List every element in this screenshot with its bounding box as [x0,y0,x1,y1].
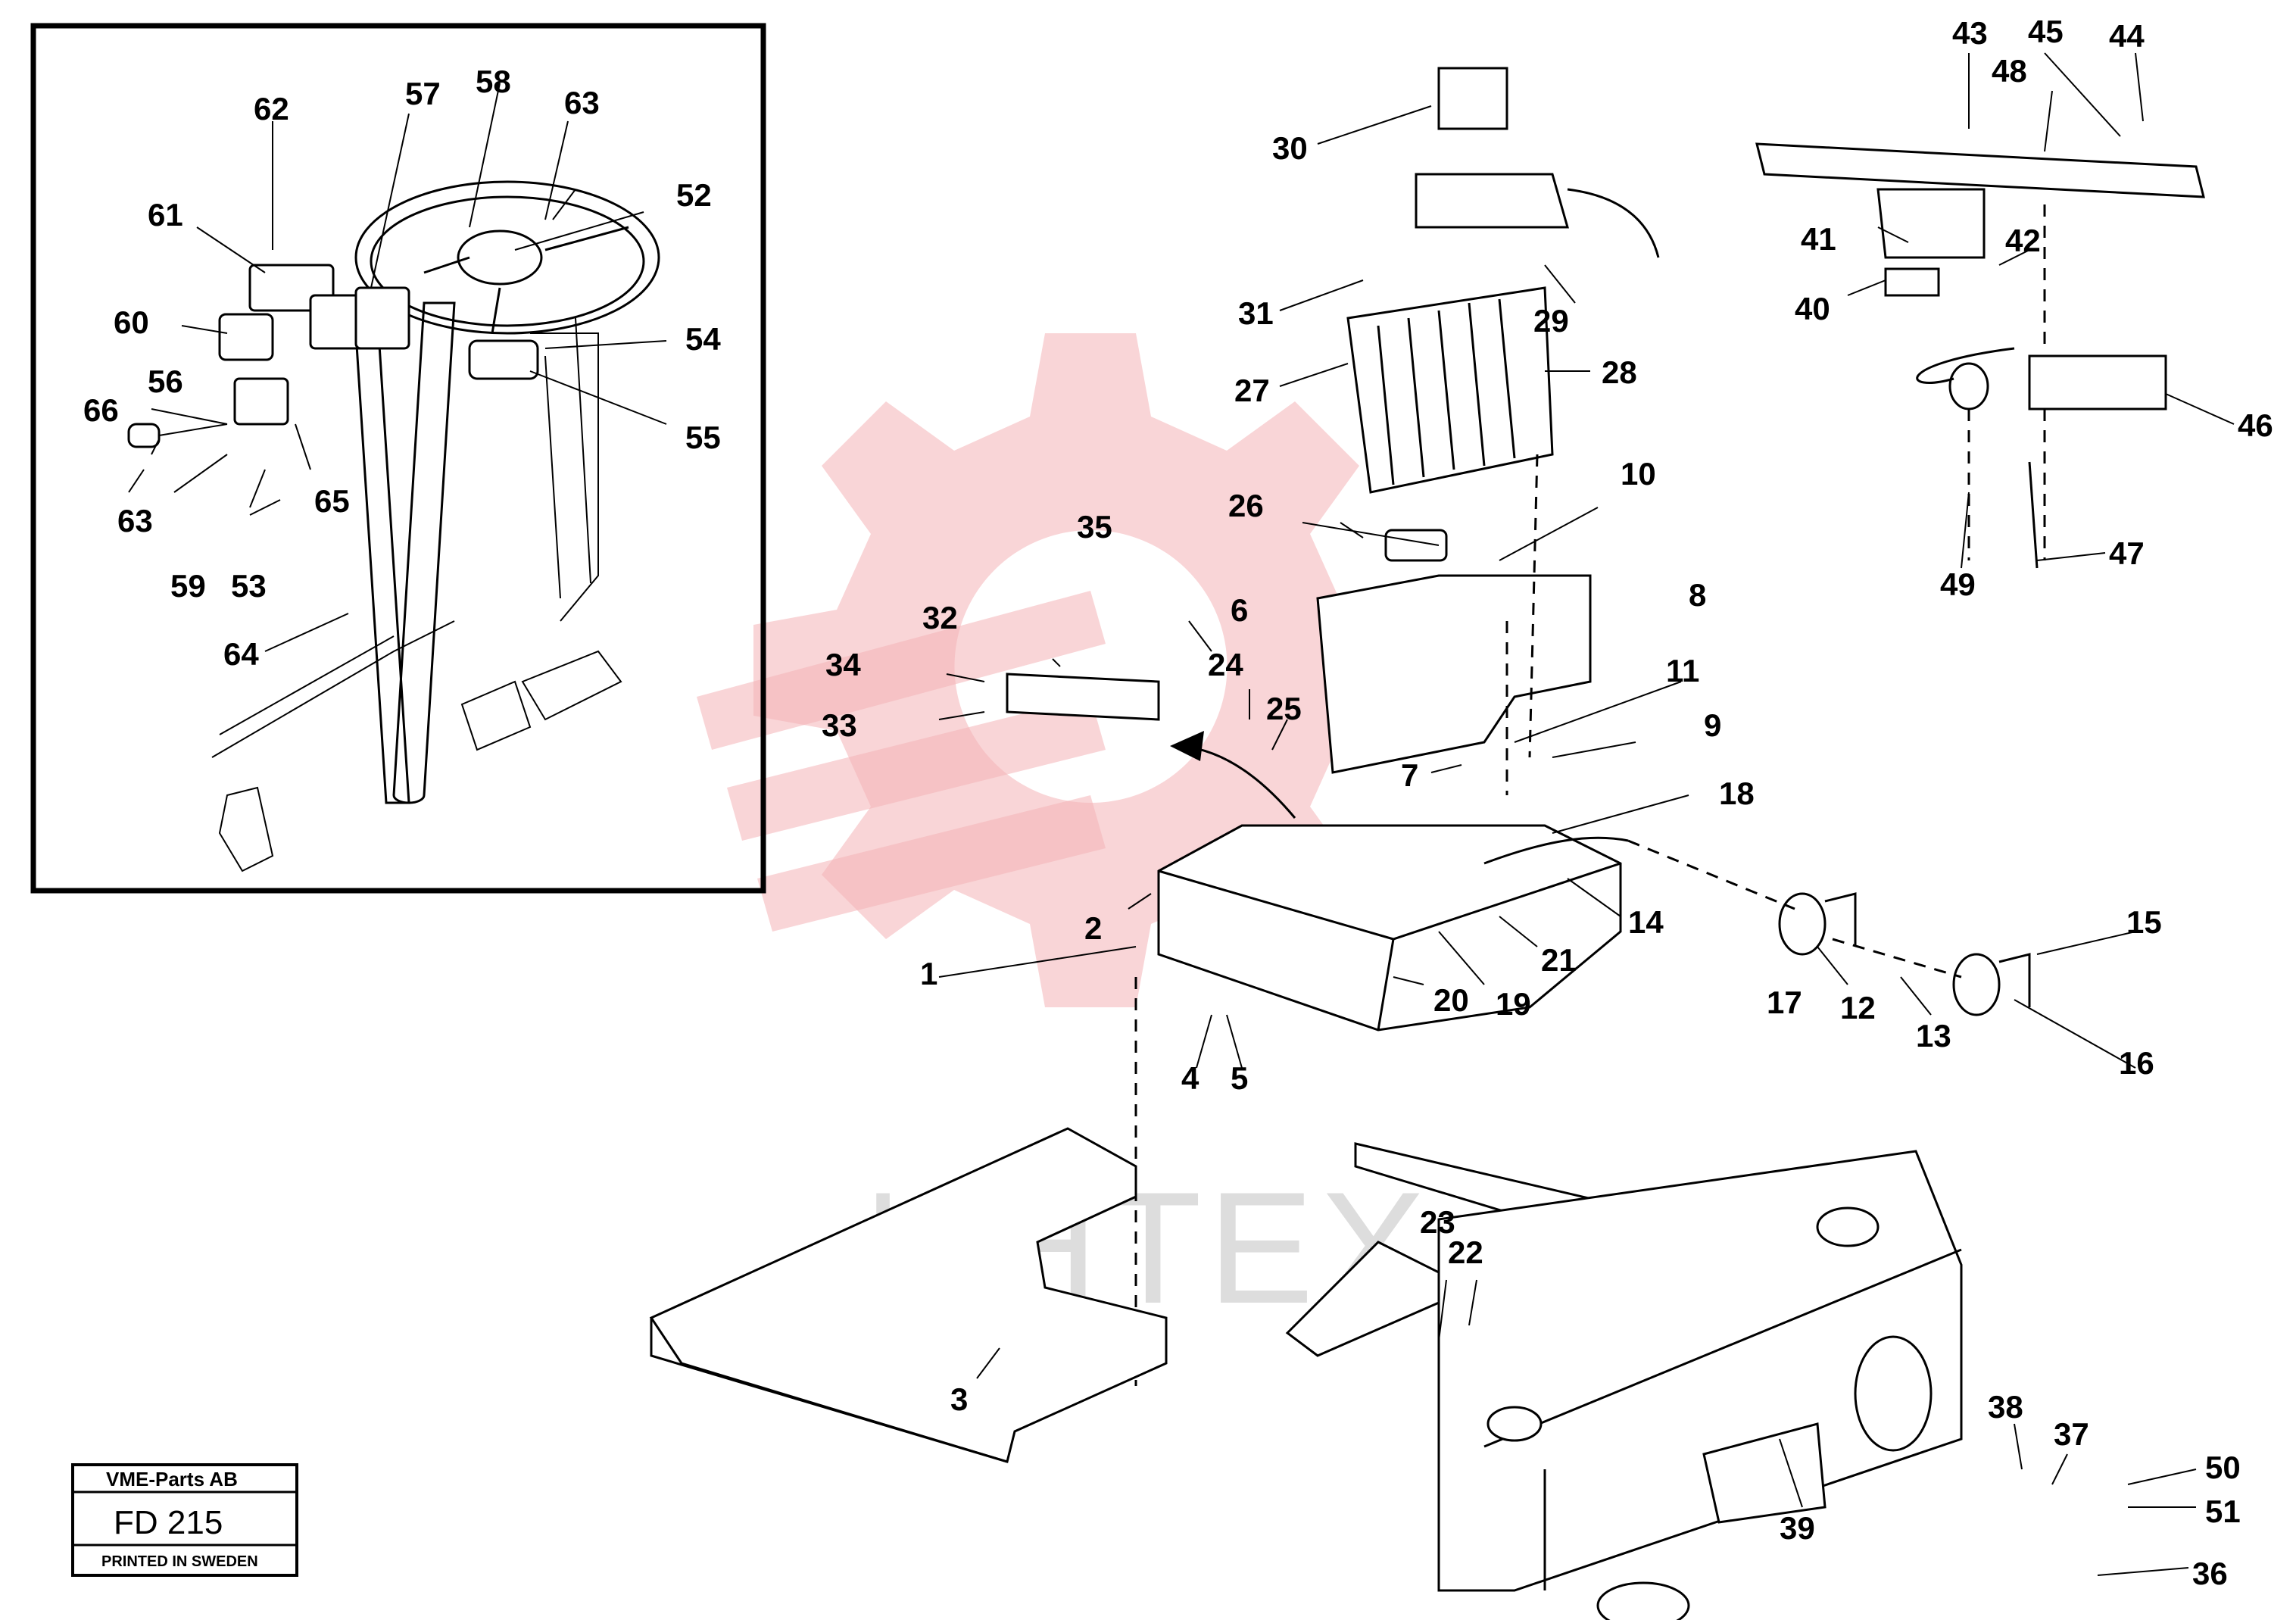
callout-34: 34 [825,647,861,682]
steering-column-detail [127,180,660,872]
callout-10: 10 [1621,456,1656,492]
stamp-printed: PRINTED IN SWEDEN [101,1553,258,1570]
callout-50: 50 [2205,1450,2241,1485]
callout-4: 4 [1181,1060,1199,1096]
callout-labels: 62 57 58 63 61 52 60 54 56 66 55 65 63 5… [83,14,2273,1591]
callout-12: 12 [1840,990,1876,1025]
chassis-frame [649,1127,1963,1620]
drawing-stamp: VME-Parts AB FD 215 PRINTED IN SWEDEN [71,1463,298,1577]
callout-30: 30 [1272,130,1308,166]
callout-7: 7 [1401,757,1418,793]
callout-61: 61 [148,197,183,233]
callout-63-left: 63 [117,503,153,538]
callout-21: 21 [1541,942,1577,978]
callout-38: 38 [1988,1389,2023,1425]
callout-25: 25 [1266,691,1302,726]
callout-28: 28 [1602,354,1637,390]
callout-13: 13 [1916,1018,1951,1053]
callout-42: 42 [2005,223,2041,258]
callout-40: 40 [1795,291,1830,326]
callout-27: 27 [1234,373,1270,408]
callout-49: 49 [1940,567,1976,602]
callout-20: 20 [1433,982,1469,1018]
callout-47: 47 [2109,535,2145,571]
callout-45: 45 [2028,14,2064,49]
callout-52: 52 [676,177,712,213]
callout-57: 57 [405,76,441,111]
callout-62: 62 [254,91,289,126]
callout-2: 2 [1084,910,1102,946]
callout-19: 19 [1496,986,1531,1022]
callout-33: 33 [822,707,857,743]
callout-63-top: 63 [564,85,600,120]
callout-44: 44 [2109,18,2145,54]
callout-18: 18 [1719,776,1755,811]
callout-56: 56 [148,364,183,399]
callout-5: 5 [1231,1060,1248,1096]
callout-39: 39 [1780,1510,1815,1546]
callout-58: 58 [476,64,511,99]
callout-37: 37 [2054,1416,2089,1452]
callout-59: 59 [170,568,206,604]
callout-15: 15 [2126,904,2162,940]
callout-48: 48 [1992,53,2027,89]
stamp-company: VME-Parts AB [106,1468,238,1490]
callout-60: 60 [114,304,149,340]
callout-3: 3 [950,1381,968,1417]
upper-right-assembly [1755,142,2205,569]
callout-41: 41 [1801,221,1836,257]
electrical-box-assembly [1006,67,2031,1386]
callout-65: 65 [314,483,350,519]
callout-36: 36 [2192,1556,2228,1591]
callout-leaders [128,52,2235,1576]
callout-26: 26 [1228,488,1264,523]
callout-22: 22 [1448,1235,1483,1270]
callout-43: 43 [1952,15,1988,51]
callout-55: 55 [685,420,721,455]
callout-8: 8 [1689,577,1706,613]
callout-23: 23 [1420,1204,1455,1240]
callout-9: 9 [1704,707,1721,743]
callout-53: 53 [231,568,267,604]
callout-17: 17 [1767,985,1802,1020]
callout-16: 16 [2119,1045,2154,1081]
callout-11: 11 [1666,653,1699,688]
callout-35: 35 [1077,509,1112,545]
callout-1: 1 [920,956,937,991]
callout-51: 51 [2205,1494,2241,1529]
inset-frame [30,23,766,894]
callout-54: 54 [685,321,721,357]
callout-64: 64 [223,636,259,672]
callout-14: 14 [1628,904,1664,940]
stamp-code: FD 215 [114,1504,223,1541]
callout-66: 66 [83,392,119,428]
callout-24: 24 [1208,647,1243,682]
callout-31: 31 [1238,295,1274,331]
callout-6: 6 [1231,592,1248,628]
callout-46: 46 [2238,407,2273,443]
callout-29: 29 [1533,303,1569,339]
callout-32: 32 [922,600,958,635]
